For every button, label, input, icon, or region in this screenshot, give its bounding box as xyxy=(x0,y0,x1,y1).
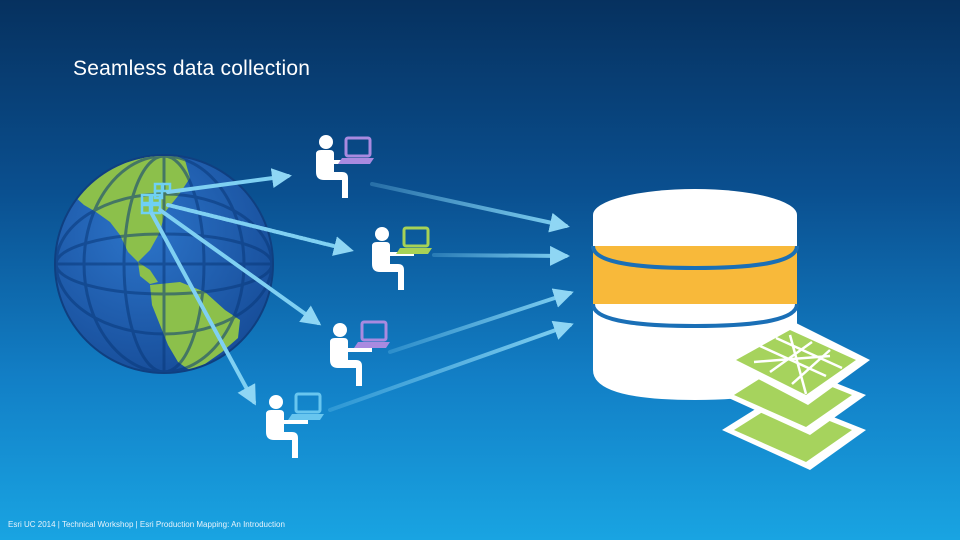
globe-to-editor-arrows xyxy=(150,168,354,406)
arrow-to-editor-3 xyxy=(158,208,322,326)
arrow-to-database-3 xyxy=(388,288,574,354)
editor-to-database-arrows xyxy=(328,182,574,412)
editor-laptop-icon xyxy=(316,135,374,198)
editor-laptop-icon xyxy=(330,320,390,386)
arrow-to-database-2 xyxy=(432,245,570,266)
arrow-to-database-1 xyxy=(370,182,570,233)
database-icon xyxy=(591,189,799,400)
arrow-to-editor-1 xyxy=(166,168,292,194)
globe-icon xyxy=(54,154,274,374)
editor-laptop-icon xyxy=(372,226,432,290)
editor-laptop-icon xyxy=(266,392,324,458)
arrow-to-editor-2 xyxy=(166,203,354,256)
arrow-to-database-4 xyxy=(328,320,574,412)
slide-footer: Esri UC 2014 | Technical Workshop | Esri… xyxy=(8,520,285,529)
slide-title: Seamless data collection xyxy=(73,57,311,80)
arrow-to-editor-4 xyxy=(150,212,256,406)
map-layers-icon xyxy=(722,320,870,470)
